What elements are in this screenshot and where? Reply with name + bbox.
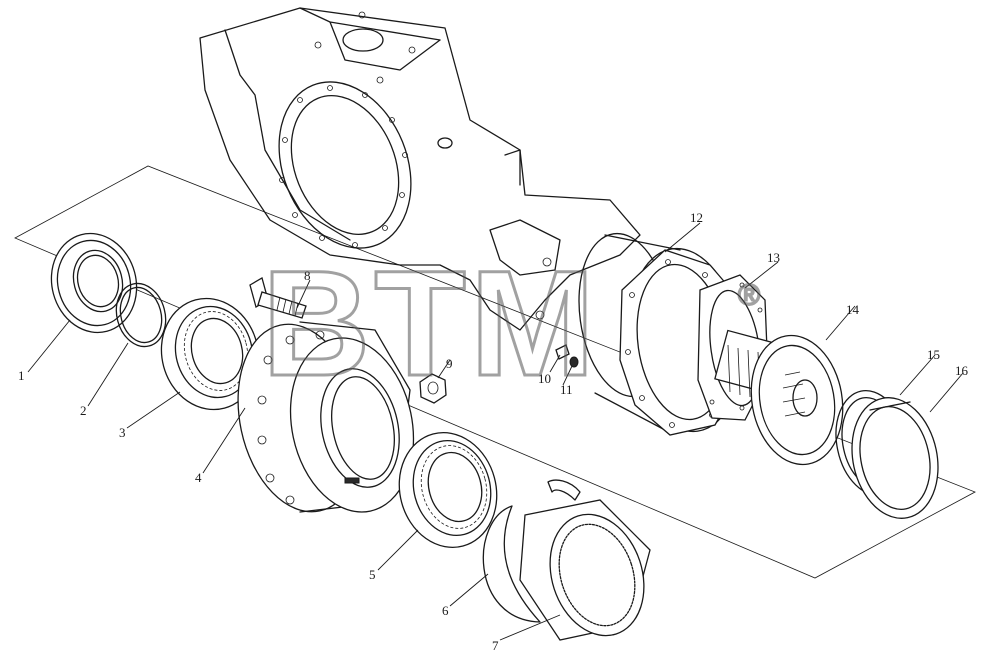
callout-8: 8 <box>304 268 311 283</box>
callout-1: 1 <box>18 368 25 383</box>
callout-14: 14 <box>846 302 860 317</box>
callout-labels: 1 2 3 4 5 6 7 8 9 10 11 12 13 14 15 16 <box>18 210 969 653</box>
callout-9: 9 <box>446 356 453 371</box>
seal-ring-16 <box>851 397 939 519</box>
housing-flange-opening <box>278 81 412 249</box>
kingpin-bore <box>342 28 384 52</box>
assembly-plane <box>14 165 976 579</box>
wheel-bolt <box>249 277 307 319</box>
watermark-registered-mark: ® <box>738 279 760 312</box>
callout-16: 16 <box>955 363 969 378</box>
callout-11: 11 <box>560 382 573 397</box>
callout-6: 6 <box>442 603 449 618</box>
wheel-hub <box>237 321 415 513</box>
callout-5: 5 <box>369 567 376 582</box>
callout-4: 4 <box>195 470 202 485</box>
callout-10: 10 <box>538 371 551 386</box>
leader-lines <box>27 222 964 641</box>
outer-bearing <box>398 431 498 549</box>
retaining-ring-2 <box>115 282 167 348</box>
callout-7: 7 <box>492 638 499 653</box>
callout-12: 12 <box>690 210 703 225</box>
axle-housing <box>199 7 641 331</box>
watermark-logo: BTM <box>262 239 599 407</box>
callout-3: 3 <box>119 425 126 440</box>
callout-13: 13 <box>767 250 780 265</box>
brake-disc <box>750 334 844 466</box>
callout-15: 15 <box>927 347 940 362</box>
snap-ring <box>482 505 541 623</box>
callout-2: 2 <box>80 403 87 418</box>
inner-bearing <box>160 297 260 411</box>
ring-gear <box>519 479 651 641</box>
wheel-nut <box>419 373 447 404</box>
oil-seal <box>50 232 138 334</box>
sealing-washer <box>569 356 579 368</box>
